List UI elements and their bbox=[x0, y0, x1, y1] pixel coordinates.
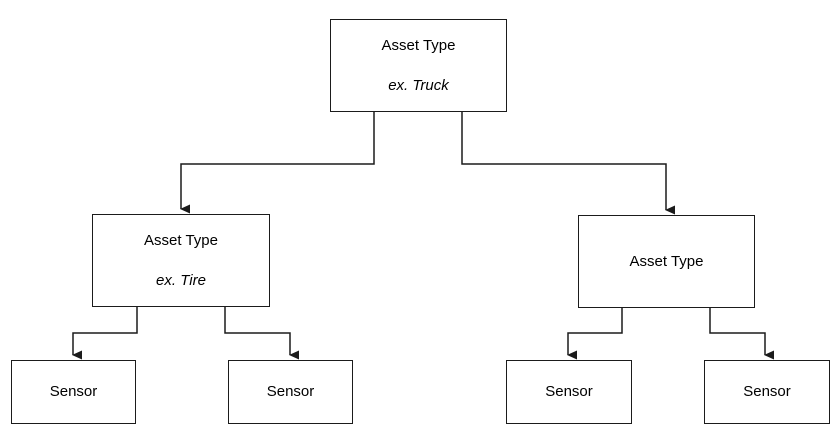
node-sensor-2[interactable]: Sensor bbox=[228, 360, 353, 424]
node-label-primary: Asset Type bbox=[381, 36, 456, 54]
node-label-example: ex. Truck bbox=[388, 76, 449, 94]
node-label-primary: Sensor bbox=[545, 383, 593, 400]
connector-child-right-to-sensor-4 bbox=[709, 308, 774, 360]
connector-child-left-to-sensor-1 bbox=[72, 307, 138, 360]
node-label-primary: Sensor bbox=[266, 383, 315, 400]
node-sensor-1[interactable]: Sensor bbox=[11, 360, 136, 424]
connector-child-right-to-sensor-3 bbox=[567, 308, 623, 360]
node-label-example: ex. Tire bbox=[156, 271, 206, 289]
connector-root-to-child-left bbox=[180, 112, 375, 214]
node-label-primary: Asset Type bbox=[144, 231, 218, 249]
node-label-primary: Sensor bbox=[743, 383, 791, 400]
node-label-primary: Asset Type bbox=[629, 252, 704, 270]
node-child-left[interactable]: Asset Type ex. Tire bbox=[92, 214, 270, 307]
connector-child-left-to-sensor-2 bbox=[224, 307, 299, 360]
node-child-right[interactable]: Asset Type bbox=[578, 215, 755, 308]
node-root[interactable]: Asset Type ex. Truck bbox=[330, 19, 507, 112]
node-label-primary: Sensor bbox=[49, 383, 98, 400]
connector-root-to-child-right bbox=[461, 112, 675, 215]
node-sensor-3[interactable]: Sensor bbox=[506, 360, 632, 424]
node-sensor-4[interactable]: Sensor bbox=[704, 360, 830, 424]
